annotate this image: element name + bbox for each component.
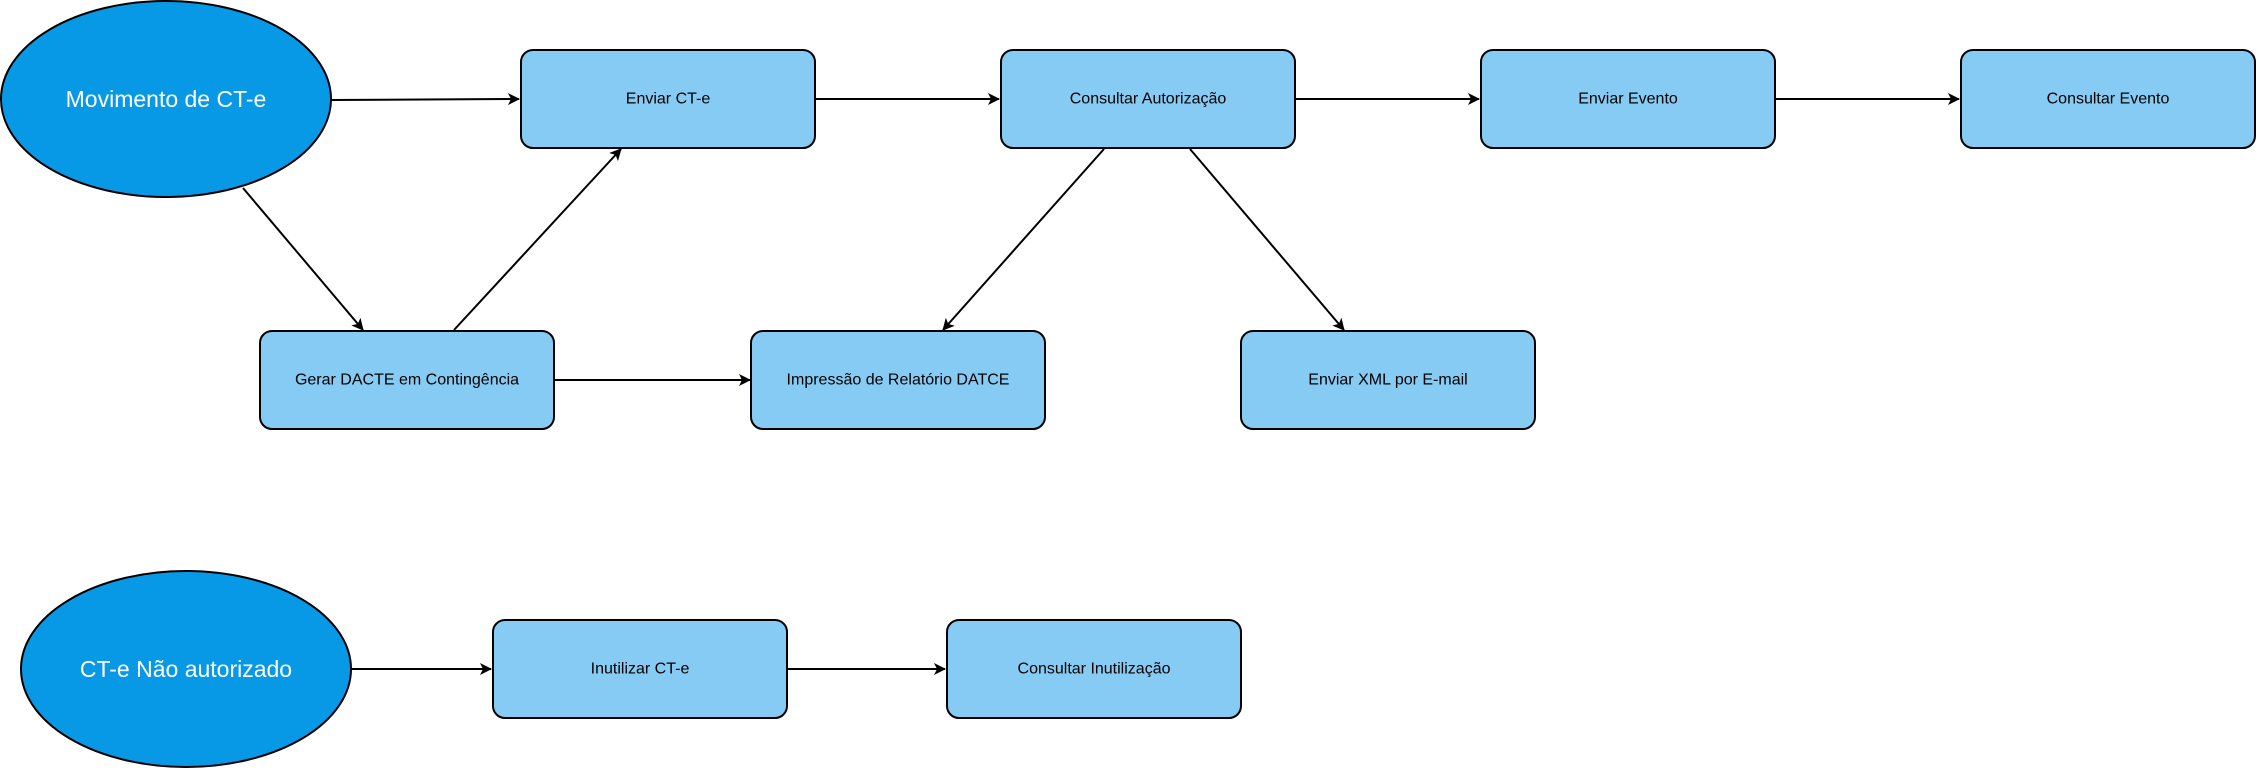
edge-movimento-to-enviar-cte [330,93,520,106]
node-enviar-cte-label: Enviar CT-e [626,91,711,108]
node-movimento-de-cte-label: Movimento de CT-e [66,86,267,112]
node-inutilizar-cte[interactable]: Inutilizar CT-e [492,619,788,719]
node-impressao-relatorio[interactable]: Impressão de Relatório DATCE [750,330,1046,430]
node-gerar-dacte[interactable]: Gerar DACTE em Contingência [259,330,555,430]
node-consultar-autorizacao[interactable]: Consultar Autorização [1000,49,1296,149]
node-consultar-autorizacao-label: Consultar Autorização [1070,91,1227,108]
node-enviar-evento-label: Enviar Evento [1578,91,1678,108]
node-enviar-evento[interactable]: Enviar Evento [1480,49,1776,149]
edge-movimento-to-gerar-dacte [242,187,364,331]
node-consultar-evento[interactable]: Consultar Evento [1960,49,2256,149]
node-gerar-dacte-label: Gerar DACTE em Contingência [295,372,519,389]
edge-consultar-autorizacao-to-enviar-xml [1189,148,1345,331]
node-enviar-xml[interactable]: Enviar XML por E-mail [1240,330,1536,430]
node-inutilizar-cte-label: Inutilizar CT-e [591,661,690,678]
node-enviar-cte[interactable]: Enviar CT-e [520,49,816,149]
node-consultar-inutilizacao-label: Consultar Inutilização [1018,661,1171,678]
edges [242,93,1960,675]
node-cte-nao-autorizado-label: CT-e Não autorizado [80,656,292,682]
node-enviar-xml-label: Enviar XML por E-mail [1308,372,1467,389]
node-impressao-relatorio-label: Impressão de Relatório DATCE [787,372,1010,389]
node-consultar-evento-label: Consultar Evento [2047,91,2170,108]
edge-gerar-dacte-to-enviar-cte [453,148,622,331]
node-movimento-de-cte[interactable]: Movimento de CT-e [0,0,332,198]
edge-consultar-autorizacao-to-impressao [942,148,1105,331]
node-cte-nao-autorizado[interactable]: CT-e Não autorizado [20,570,352,768]
node-consultar-inutilizacao[interactable]: Consultar Inutilização [946,619,1242,719]
